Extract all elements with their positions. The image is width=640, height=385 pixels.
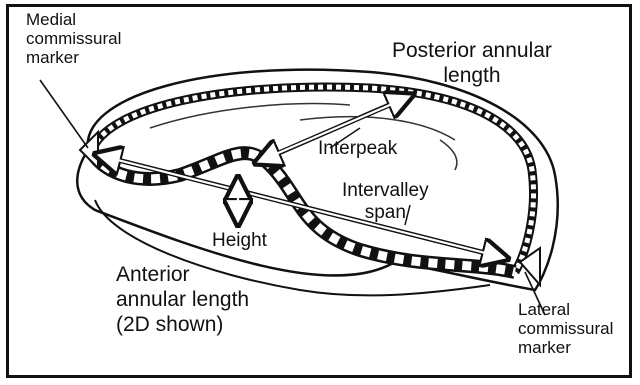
label-interpeak: Interpeak (318, 138, 397, 160)
label-anterior-annular-length: Anterior annular length (2D shown) (116, 262, 249, 337)
label-intervalley-span: Intervalley span (342, 180, 429, 224)
label-lateral-commissural-marker: Lateral commissural marker (518, 300, 613, 357)
label-medial-commissural-marker: Medial commissural marker (26, 10, 121, 67)
label-height: Height (212, 230, 267, 252)
medial-marker-pointer (40, 80, 88, 148)
label-posterior-annular-length: Posterior annular length (392, 38, 552, 88)
chordae-line (150, 104, 457, 170)
intervalley-arrow-inner (102, 156, 501, 257)
